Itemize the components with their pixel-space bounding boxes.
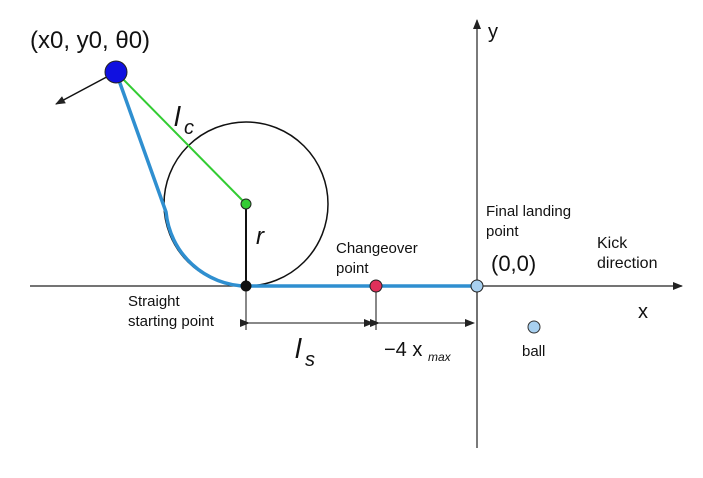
ball-label: ball: [522, 343, 545, 360]
changeover-point: [369, 279, 383, 293]
straight-start-label-1: Straight: [128, 293, 181, 310]
lc-subscript: c: [184, 117, 194, 139]
final-landing-point: [470, 279, 484, 293]
xmax-label: −4 x: [384, 339, 422, 361]
kick-direction-label-1: Kick: [597, 235, 628, 252]
kick-direction-label-2: direction: [597, 255, 657, 272]
straight-start-label-2: starting point: [128, 313, 215, 330]
changeover-label-1: Changeover: [336, 240, 418, 257]
origin-label: (0,0): [491, 251, 536, 276]
ls-label: l: [295, 333, 302, 364]
ball: [527, 320, 541, 334]
start-pose-label: (x0, y0, θ0): [30, 27, 150, 54]
center-point: [240, 198, 252, 210]
lc-line: [115, 71, 247, 205]
straight-start-point: [240, 280, 252, 292]
x-axis-label: x: [638, 301, 648, 323]
final-landing-label-2: point: [486, 223, 519, 240]
robot-path: [114, 71, 477, 288]
lc-label: l: [174, 101, 181, 132]
r-label: r: [256, 223, 265, 250]
changeover-label-2: point: [336, 260, 369, 277]
xmax-subscript: max: [428, 350, 452, 364]
ls-subscript: s: [305, 349, 315, 371]
final-landing-label-1: Final landing: [486, 203, 571, 220]
start-point: [104, 60, 128, 84]
y-axis-label: y: [488, 21, 498, 43]
